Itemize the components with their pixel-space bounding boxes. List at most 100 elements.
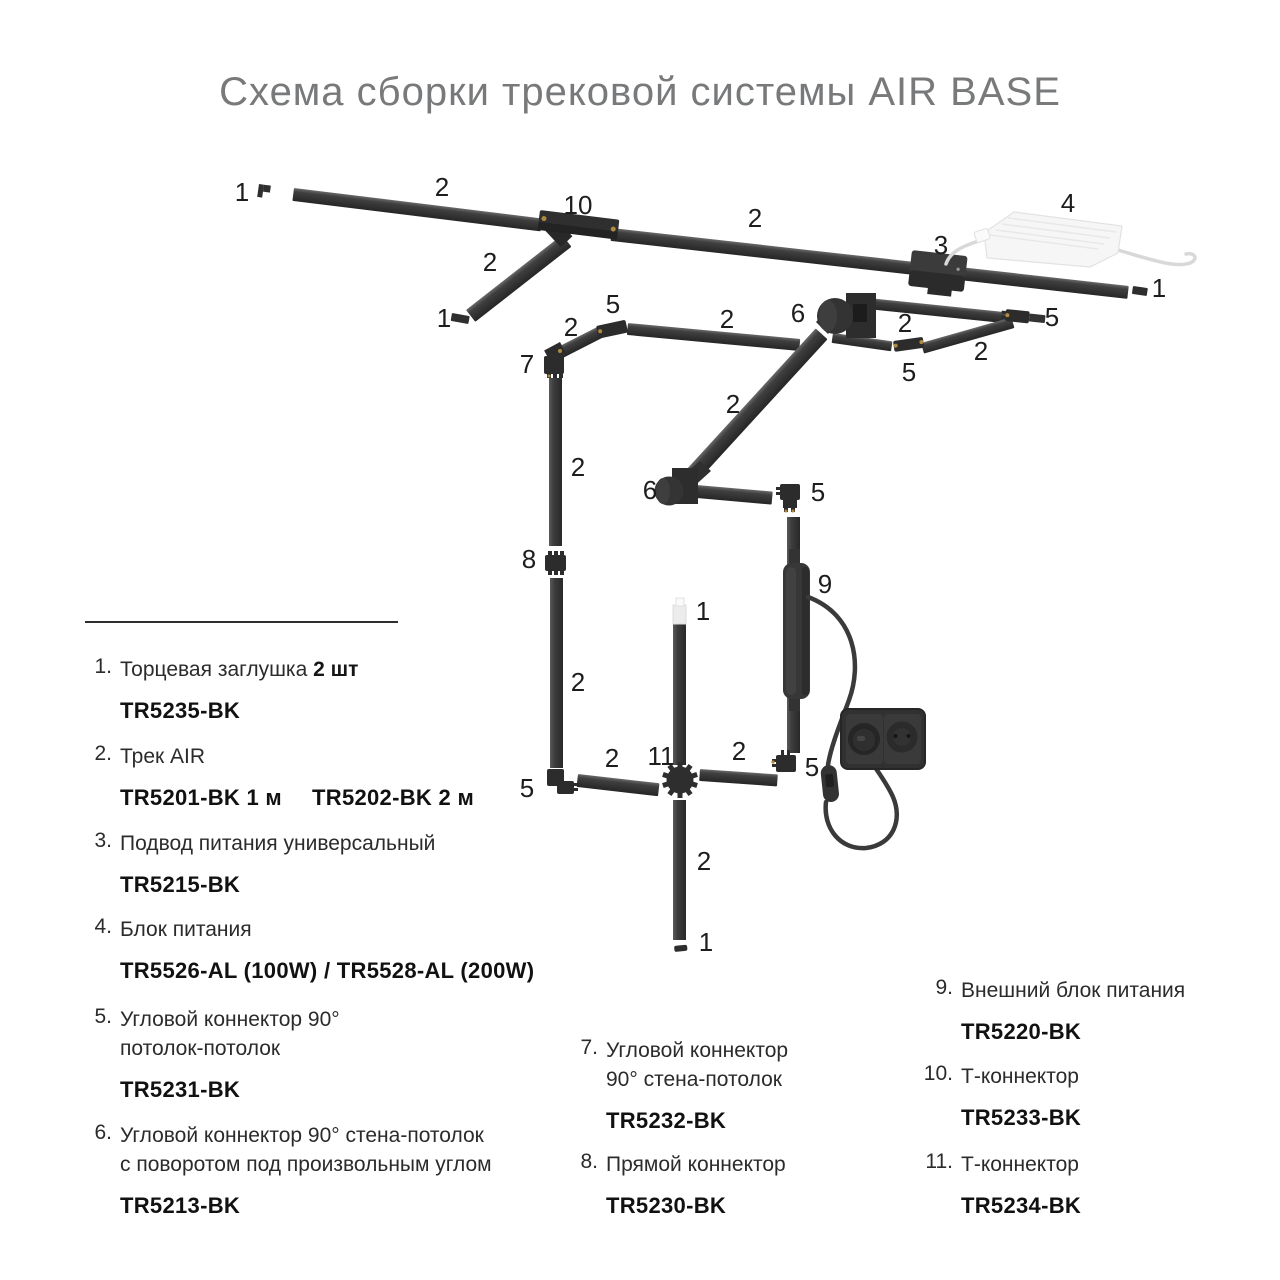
- legend-item-code: TR5235-BK: [120, 698, 241, 723]
- legend-item-name: Угловой коннектор 90°потолок-потолок: [120, 1008, 340, 1060]
- diagram-part-label: 5: [606, 289, 620, 319]
- legend-item-number: 8.: [580, 1150, 598, 1173]
- swivel-connector-6: [654, 461, 711, 506]
- power-feed-3: [908, 250, 968, 297]
- legend-item-code: TR5233-BK: [961, 1105, 1082, 1130]
- end-cap-1: [450, 313, 470, 324]
- plug: [851, 727, 877, 753]
- legend-item-number: 5.: [94, 1005, 112, 1028]
- legend-item-number: 6.: [94, 1121, 112, 1144]
- corner-connector-5: [771, 750, 796, 772]
- track-segment: [549, 378, 562, 546]
- cord-switch: [820, 765, 839, 803]
- legend-divider: [85, 621, 398, 623]
- diagram-part-label: 2: [605, 743, 619, 773]
- legend-item-code: TR5231-BK: [120, 1077, 241, 1102]
- diagram-part-label: 1: [699, 927, 713, 957]
- track-segment: [466, 235, 571, 322]
- diagram-part-label: 8: [522, 544, 536, 574]
- diagram-part-label: 2: [898, 308, 912, 338]
- legend-item-name: Т-коннектор: [961, 1065, 1079, 1088]
- diagram-part-label: 2: [697, 846, 711, 876]
- diagram-part-label: 9: [818, 569, 832, 599]
- diagram-part-label: 2: [732, 736, 746, 766]
- diagram-part-label: 2: [435, 172, 449, 202]
- t-connector-10: [537, 210, 620, 248]
- diagram-part-label: 2: [720, 304, 734, 334]
- diagram-part-label: 5: [1045, 302, 1059, 332]
- wall-ceiling-connector-7: [544, 342, 566, 378]
- diagram-part-label: 1: [696, 596, 710, 626]
- diagram-part-label: 3: [934, 230, 948, 260]
- track-segment: [292, 188, 543, 232]
- legend-item-name: Торцевая заглушка 2 шт: [120, 658, 359, 681]
- track-segment: [550, 578, 563, 768]
- end-cap-1: [674, 944, 688, 952]
- straight-connector-8: [545, 551, 566, 575]
- corner-connector-5: [547, 769, 578, 794]
- diagram-part-label: 2: [974, 336, 988, 366]
- track-segment: [921, 317, 1015, 354]
- legend-item-number: 4.: [94, 915, 112, 938]
- power-supply-4: [944, 211, 1197, 268]
- legend-item-name: Прямой коннектор: [606, 1153, 786, 1176]
- diagram-part-label: 4: [1061, 188, 1075, 218]
- track-light-cap-tip: [675, 597, 685, 607]
- track-segment: [699, 769, 778, 787]
- track-segment: [610, 228, 1129, 299]
- legend-item-code: TR5234-BK: [961, 1193, 1082, 1218]
- legend-item-number: 3.: [94, 829, 112, 852]
- diagram-part-label: 6: [791, 298, 805, 328]
- track-light-cap: [672, 604, 687, 625]
- legend-item-number: 11.: [925, 1150, 953, 1173]
- diagram-part-label: 7: [520, 349, 534, 379]
- legend-item-name: Блок питания: [120, 918, 252, 941]
- swivel-connector-6: [816, 293, 876, 338]
- power-cord: [805, 594, 858, 768]
- end-cap-1: [1132, 286, 1148, 296]
- legend-item: 1. Торцевая заглушка 2 шт TR5235-BK: [76, 655, 358, 724]
- track-segment: [554, 325, 606, 360]
- page-title: Схема сборки трековой системы AIR BASE: [219, 70, 1061, 114]
- legend-item-code: TR5230-BK: [606, 1193, 727, 1218]
- legend-item-number: 1.: [94, 655, 112, 678]
- legend-item-number: 2.: [94, 742, 112, 765]
- diagram-part-label: 11: [648, 741, 675, 771]
- track-segment: [576, 774, 660, 797]
- psu-cable: [1116, 248, 1197, 267]
- legend-item-name: Т-коннектор: [961, 1153, 1079, 1176]
- diagram-part-label: 5: [902, 357, 916, 387]
- legend-item-code: TR5220-BK: [961, 1019, 1082, 1044]
- legend-item-name: Подвод питания универсальный: [120, 832, 436, 855]
- diagram-part-label: 2: [483, 247, 497, 277]
- diagram-part-label: 2: [571, 452, 585, 482]
- diagram-part-label: 2: [748, 203, 762, 233]
- diagram-part-label: 1: [1152, 273, 1166, 303]
- legend-item-name: Внешний блок питания: [961, 979, 1186, 1002]
- legend-item-number: 7.: [580, 1036, 598, 1059]
- legend-item-code: TR5232-BK: [606, 1108, 727, 1133]
- diagram-part-label: 5: [805, 752, 819, 782]
- diagram-part-label: 6: [643, 475, 657, 505]
- end-cap-1: [257, 184, 271, 198]
- corner-connector-5: [596, 320, 628, 339]
- diagram-part-label: 10: [564, 190, 593, 220]
- external-psu-9: [783, 549, 810, 711]
- diagram-part-label: 1: [235, 177, 249, 207]
- legend-item-code: TR5213-BK: [120, 1193, 241, 1218]
- diagram-part-label: 2: [571, 667, 585, 697]
- track-segment: [673, 800, 686, 940]
